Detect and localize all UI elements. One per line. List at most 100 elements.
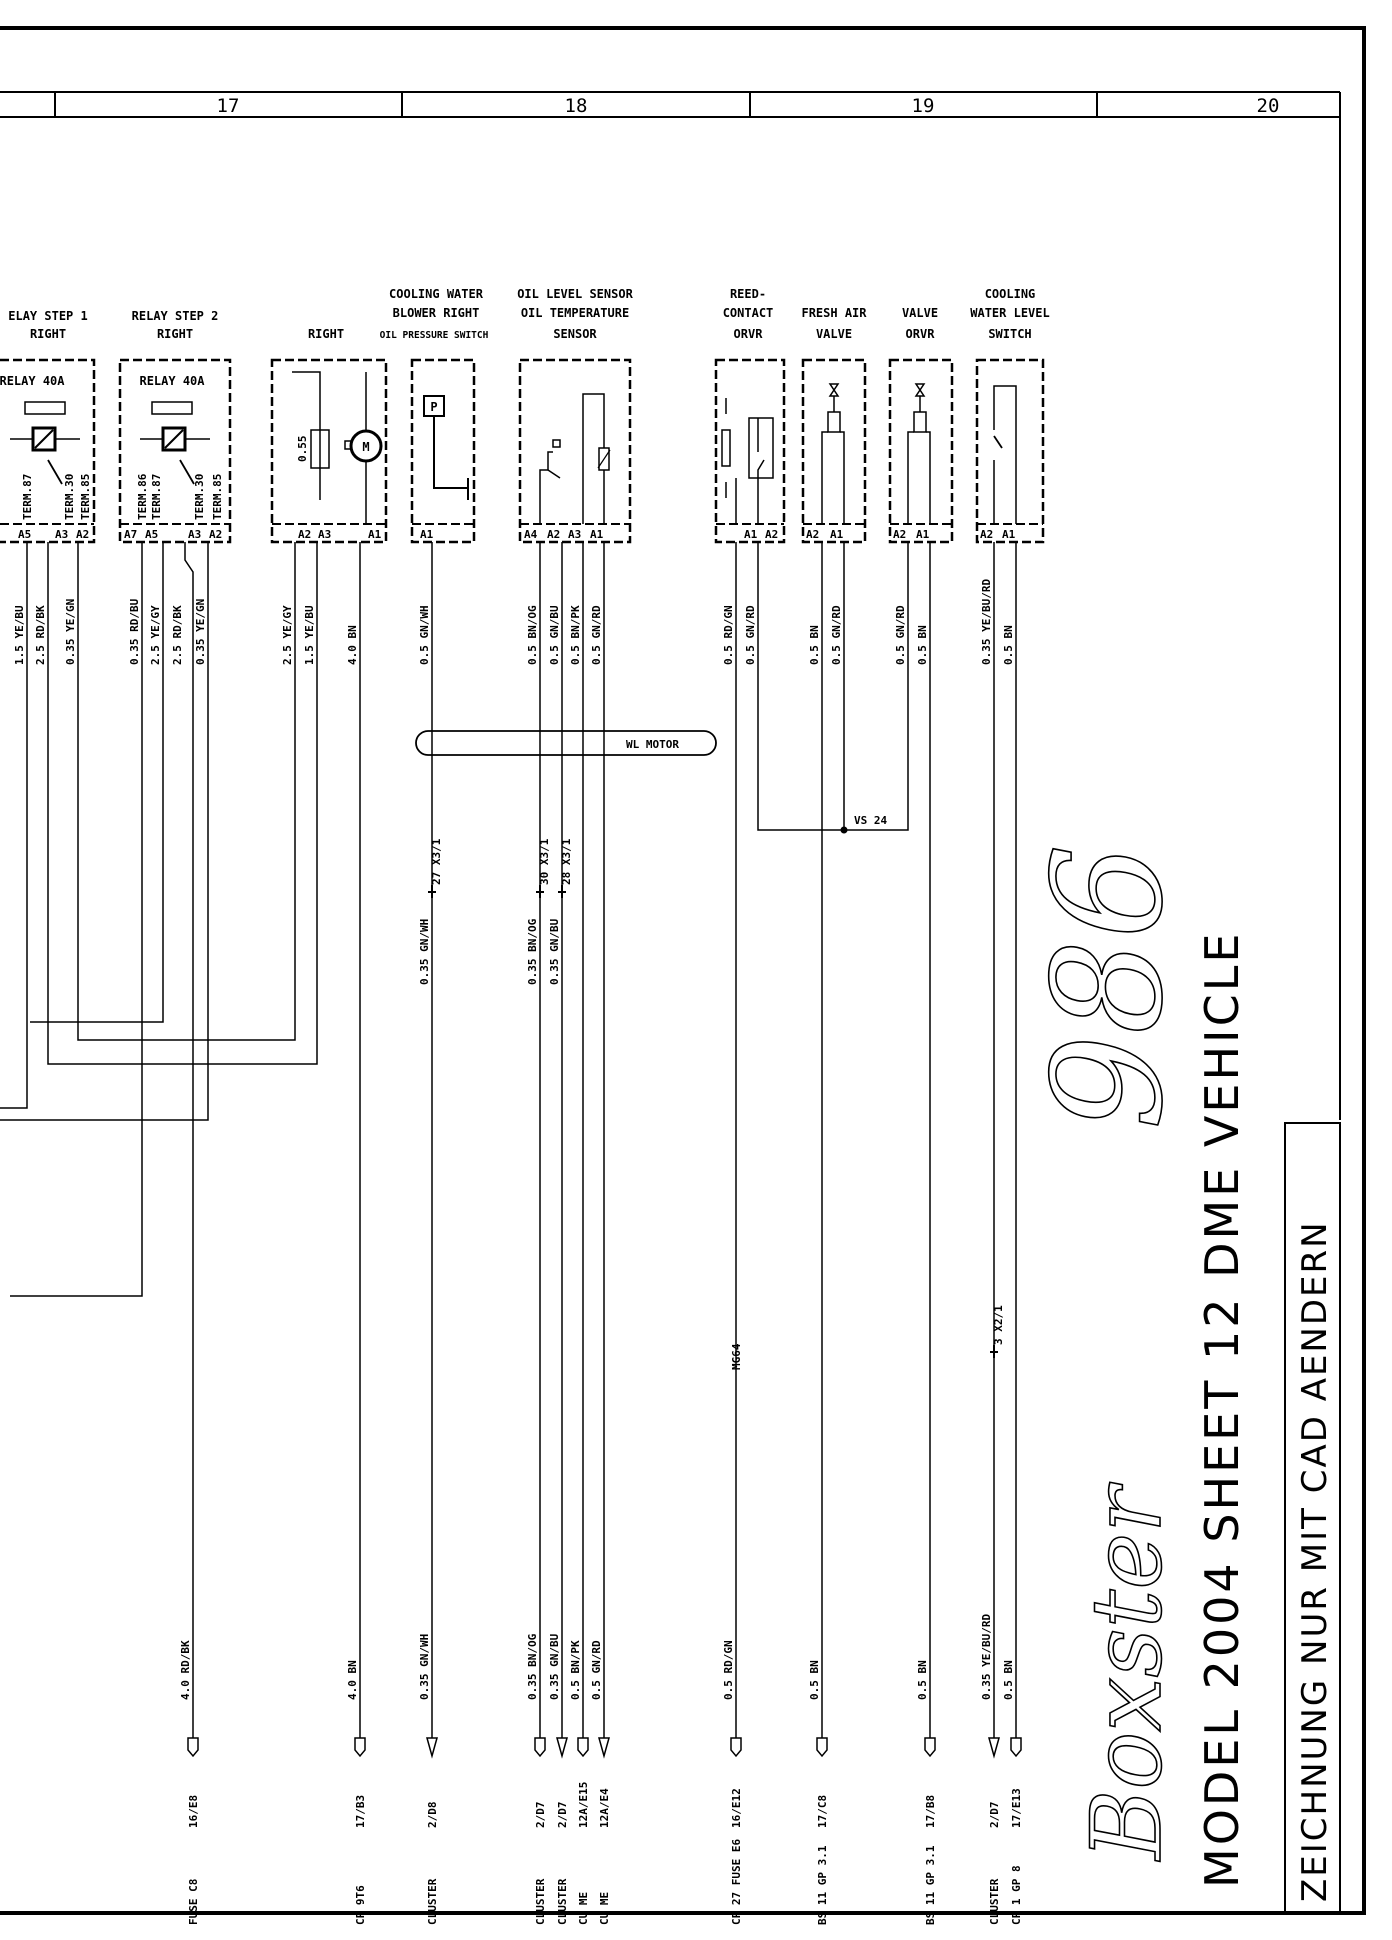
component-title: WATER LEVEL <box>970 306 1049 320</box>
oil-pressure-switch: COOLING WATER BLOWER RIGHT OIL PRESSURE … <box>380 287 489 544</box>
wire-label: 0.5 BN <box>1002 1660 1015 1700</box>
terminal-destination: BS 11 GP 3.1 <box>816 1845 829 1925</box>
level-sensor-icon <box>552 439 561 448</box>
splice-label: VS 24 <box>854 814 887 827</box>
pin-label: A1 <box>368 528 382 541</box>
pin-label: A2 <box>547 528 560 541</box>
pin-label: A2 <box>893 528 906 541</box>
terminal-reference: 2/D7 <box>556 1802 569 1829</box>
wiring-lines <box>0 542 1017 1738</box>
reed-switch-icon <box>748 417 774 479</box>
relay-rating: RELAY 40A <box>0 374 65 388</box>
pin-label: A2 <box>298 528 311 541</box>
wire-label: 4.0 RD/BK <box>179 1640 192 1700</box>
component-title: OIL TEMPERATURE <box>521 306 629 320</box>
resistor-value: 0.55 <box>296 436 309 463</box>
magnet-icon <box>721 429 731 467</box>
valve-orvr: VALVE ORVR A2 A1 <box>888 306 954 544</box>
terminal-reference: 16/E8 <box>187 1795 200 1828</box>
cooling-water-level-switch: COOLING WATER LEVEL SWITCH A2 A1 <box>970 287 1050 544</box>
pin-label: A2 <box>765 528 778 541</box>
pin-term: TERM.30 <box>193 474 206 520</box>
pin-term: TERM.86 <box>136 473 149 520</box>
wire-label: 4.0 BN <box>346 1660 359 1700</box>
wire-label: 0.35 YE/GN <box>64 599 77 665</box>
pin-term: TERM.85 <box>211 474 224 520</box>
component-title: OIL LEVEL SENSOR <box>517 287 633 301</box>
drawing-stamp: ZEICHNUNG NUR MIT CAD AENDERN <box>1295 1220 1335 1902</box>
pin-term: TERM.87 <box>21 474 34 520</box>
component-title: ORVR <box>906 327 936 341</box>
component-title: RIGHT <box>308 327 344 341</box>
wire-label: 0.35 YE/GN <box>194 599 207 665</box>
relay-step-2-right: RELAY STEP 2 RIGHT RELAY 40A TERM.86 TER… <box>118 309 232 544</box>
wire-label: 0.35 YE/BU/RD <box>980 1614 993 1700</box>
wire-label: 0.35 GN/BU <box>548 1633 561 1700</box>
component-title: FRESH AIR <box>801 306 867 320</box>
motor-symbol: M <box>362 440 369 454</box>
wire-label: 0.5 RD/GN <box>722 1640 735 1700</box>
wire-label: 1.5 YE/BU <box>13 605 26 665</box>
wiring-harness-outline <box>415 730 717 756</box>
pin-term: TERM.87 <box>150 474 163 520</box>
component-title: BLOWER RIGHT <box>393 306 480 320</box>
terminal-destination: CP 9T6 <box>354 1885 367 1925</box>
pin-label: A3 <box>568 528 581 541</box>
connector-label: 27 X3/1 <box>430 838 443 885</box>
component-title: COOLING WATER <box>389 287 484 301</box>
wire-label: 0.5 GN/WH <box>418 605 431 665</box>
component-title: RIGHT <box>30 327 66 341</box>
pin-label: A3 <box>188 528 201 541</box>
valve-icon <box>914 383 926 397</box>
sheet-title: MODEL 2004 SHEET 12 DME VEHICLE <box>1195 931 1249 1888</box>
drawing-frame <box>0 26 1366 1915</box>
terminal-destination: CLUSTER <box>988 1878 1001 1925</box>
terminal-reference: 2/D8 <box>426 1802 439 1829</box>
component-title: RIGHT <box>157 327 193 341</box>
fresh-air-valve: FRESH AIR VALVE A2 A1 <box>801 306 867 544</box>
component-title: VALVE <box>902 306 938 320</box>
valve-icon <box>828 383 840 397</box>
pin-label: A5 <box>145 528 158 541</box>
reed-contact-orvr: REED- CONTACT ORVR A1 A2 <box>714 287 786 544</box>
pin-label: A5 <box>18 528 31 541</box>
boxster-logo: Boxster <box>1071 1482 1183 1862</box>
oil-level-temperature-sensor: OIL LEVEL SENSOR OIL TEMPERATURE SENSOR … <box>517 287 634 544</box>
resistor-icon <box>310 429 330 469</box>
blower-motor-right: RIGHT 0.55 M A2 A3 A1 <box>270 327 388 544</box>
title-block: ZEICHNUNG NUR MIT CAD AENDERN MODEL 2004… <box>1021 843 1341 1914</box>
wire-label: 0.5 BN <box>808 625 821 665</box>
level-switch-icon <box>993 435 1003 449</box>
terminal-reference: 17/B3 <box>354 1795 367 1828</box>
relay-contact-icon <box>179 459 195 485</box>
terminal-destination: BS 11 GP 3.1 <box>924 1845 937 1925</box>
wire-label: 0.35 BN/OG <box>526 918 539 985</box>
wire-label: 0.5 GN/RD <box>894 605 907 665</box>
terminal-reference: 12A/E4 <box>598 1788 611 1828</box>
terminal-destination: CLUSTER <box>534 1878 547 1925</box>
pin-label: A1 <box>744 528 758 541</box>
wire-label: 4.0 BN <box>346 625 359 665</box>
relay-rating: RELAY 40A <box>139 374 205 388</box>
model-logo: 986 <box>1022 844 1196 1130</box>
wire-label: 0.5 BN <box>916 1660 929 1700</box>
wire-label: 0.35 GN/BU <box>548 918 561 985</box>
wire-label: 0.5 GN/RD <box>830 605 843 665</box>
terminal-reference: 17/C8 <box>816 1795 829 1828</box>
marker-label: MG64 <box>730 1343 743 1370</box>
wire-label: 2.5 YE/GY <box>281 605 294 665</box>
connector-label: 30 X3/1 <box>538 838 551 885</box>
wire-label: 0.5 BN/PK <box>569 605 582 665</box>
wire-label: 2.5 RD/BK <box>34 605 47 665</box>
terminal-destination: CLUSTER <box>556 1878 569 1925</box>
wire-label: 0.5 BN <box>1002 625 1015 665</box>
pin-term: TERM.30 <box>63 474 76 520</box>
terminal-reference: 17/E13 <box>1010 1788 1023 1828</box>
wire-label: 0.5 BN <box>916 625 929 665</box>
terminal-reference: 2/D7 <box>988 1802 1001 1829</box>
terminal-reference: 16/E12 <box>730 1788 743 1828</box>
